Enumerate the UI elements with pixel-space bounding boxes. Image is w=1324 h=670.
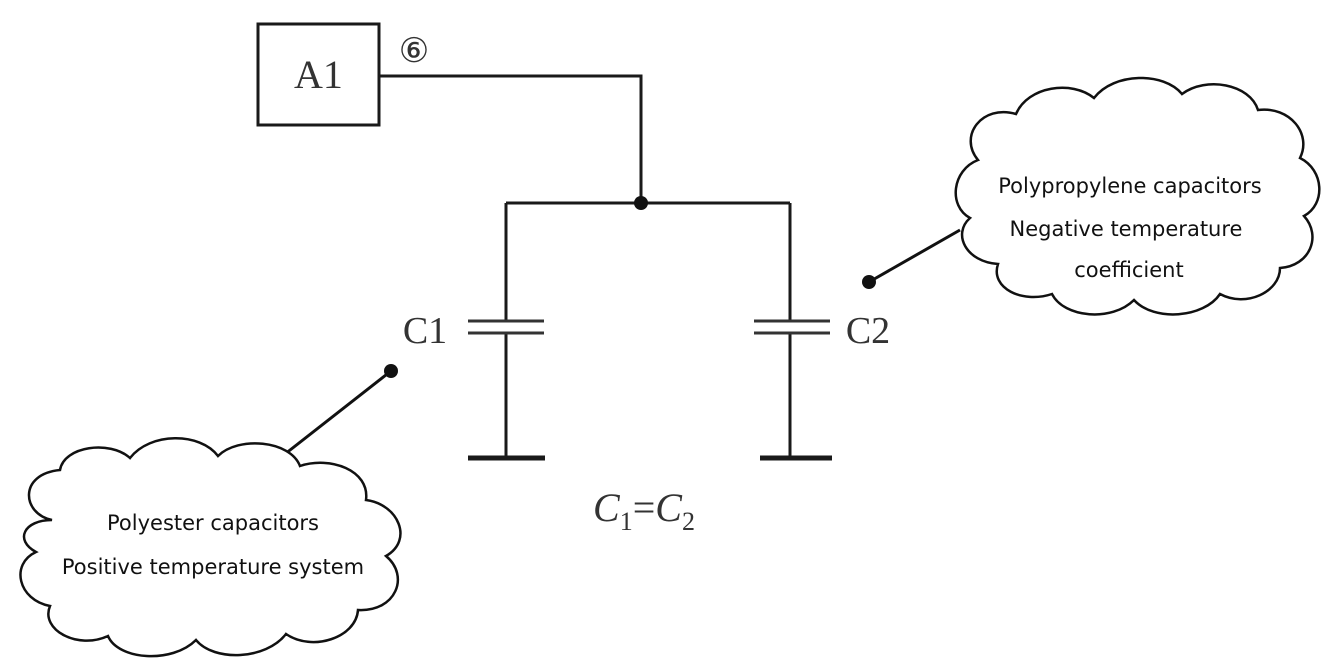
c2-callout-dot — [862, 275, 876, 289]
a1-block — [256, 22, 381, 127]
c2-callout-cloud: Polypropylene capacitors Negative temper… — [954, 76, 1321, 316]
a1-label: A1 — [294, 52, 343, 97]
pin-number-label: ⑥ — [399, 33, 429, 70]
capacitor-c2 — [754, 319, 830, 335]
a1-output-wire — [379, 74, 643, 203]
c1-callout-dot — [384, 364, 398, 378]
junction-node — [634, 196, 648, 210]
c2-callout-line3: coefficient — [1074, 258, 1183, 282]
capacitance-equation: C1=C2 — [593, 485, 695, 536]
c2-callout-leader — [868, 228, 961, 284]
c1-callout-line2: Positive temperature system — [62, 555, 364, 579]
c1-callout-cloud: Polyester capacitors Positive temperatur… — [19, 437, 402, 658]
c1-label: C1 — [403, 310, 447, 352]
c2-callout-line1: Polypropylene capacitors — [998, 174, 1261, 198]
c1-callout-line1: Polyester capacitors — [107, 511, 319, 535]
c2-label: C2 — [846, 310, 890, 352]
capacitor-c1 — [468, 319, 544, 335]
c2-callout-line2: Negative temperature — [1010, 217, 1243, 241]
